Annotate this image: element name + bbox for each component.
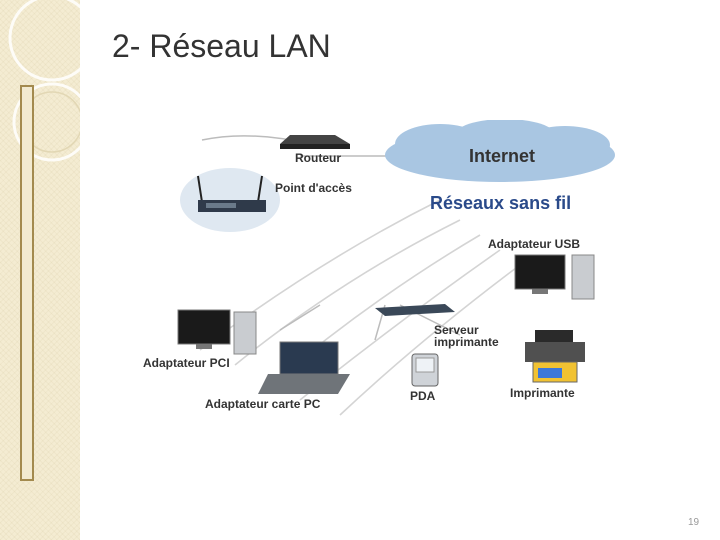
- internet-cloud: Internet: [385, 120, 615, 182]
- pda-label: PDA: [410, 389, 436, 403]
- print-server-label-line1: Serveur: [434, 323, 479, 337]
- internet-label: Internet: [469, 146, 535, 166]
- usb-desktop-computer-icon: [514, 254, 595, 300]
- access-point-icon: [180, 168, 280, 232]
- print-server-label-line2: imprimante: [434, 335, 499, 349]
- router-icon: [280, 135, 350, 149]
- wireless-signal-arcs: [199, 199, 521, 416]
- sidebar-decoration: [0, 0, 80, 540]
- router-label: Routeur: [295, 151, 341, 165]
- decorative-circles: [8, 0, 80, 162]
- pci-desktop-computer-icon: [177, 309, 257, 355]
- lan-network-diagram: Internet Réseaux sans fil Routeur Point …: [143, 120, 615, 416]
- usb-adapter-label: Adaptateur USB: [488, 237, 580, 251]
- slide-title: 2- Réseau LAN: [112, 28, 331, 64]
- left-accent-bar: [20, 85, 34, 481]
- pci-adapter-label: Adaptateur PCI: [143, 356, 230, 370]
- pda-icon: [411, 353, 439, 387]
- pc-card-adapter-label: Adaptateur carte PC: [205, 397, 321, 411]
- wireless-networks-label: Réseaux sans fil: [430, 193, 571, 213]
- printer-label: Imprimante: [510, 386, 575, 400]
- network-switch-icon: [375, 304, 455, 316]
- access-point-label: Point d'accès: [275, 181, 352, 195]
- laptop-icon: [258, 341, 350, 394]
- printer-icon: [525, 330, 585, 383]
- page-number: 19: [688, 517, 700, 528]
